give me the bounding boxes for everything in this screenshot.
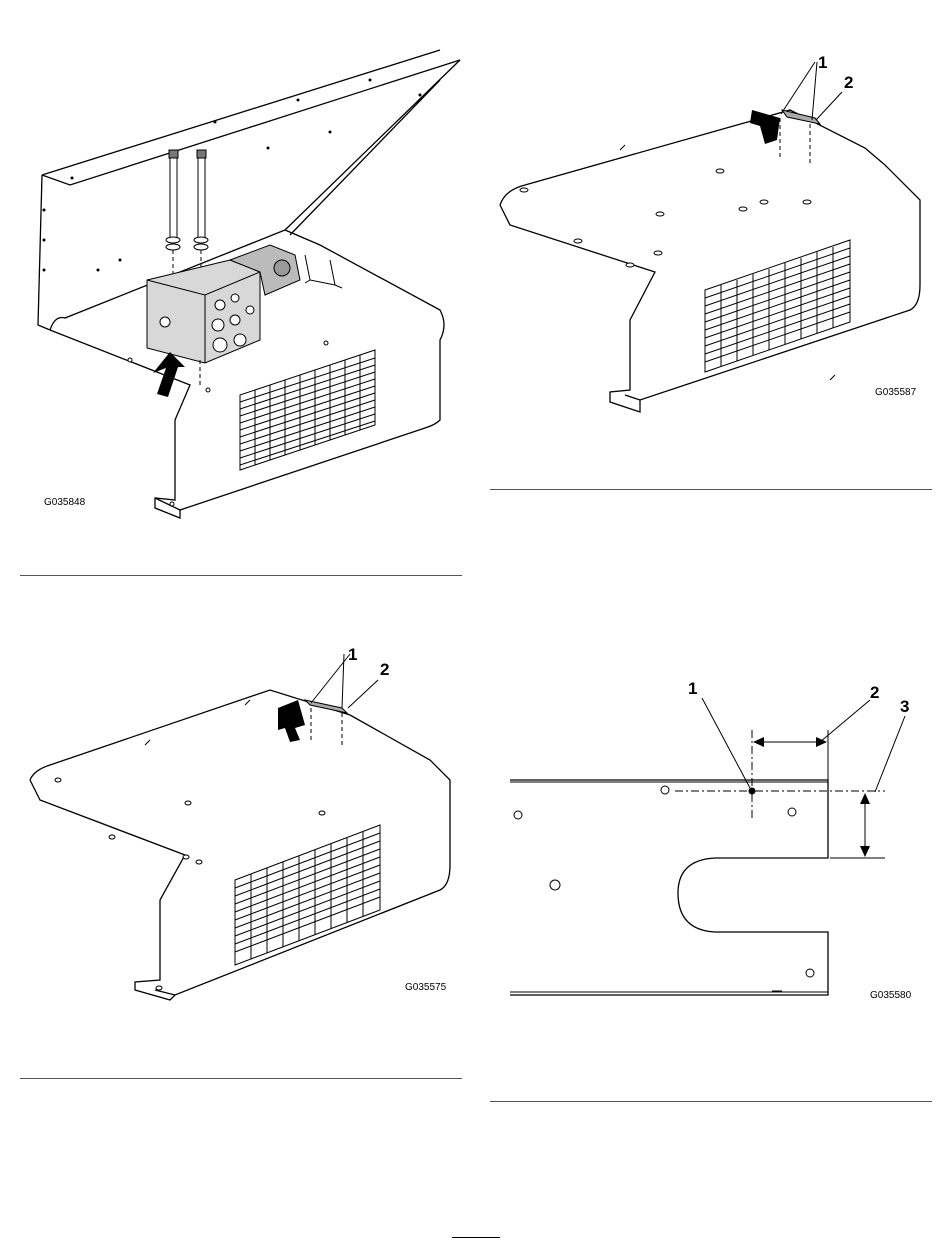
section-divider: [20, 1078, 462, 1079]
callout-1: 1: [688, 679, 697, 698]
valve-install-illustration: G035848: [20, 40, 470, 530]
hole-dimensions-illustration: 1 2 3 G035580: [490, 670, 940, 1010]
callout-2: 2: [844, 73, 853, 92]
callout-1: 1: [348, 645, 357, 664]
figure-code: G035587: [875, 387, 917, 398]
callout-2: 2: [380, 660, 389, 679]
section-divider: [490, 1101, 932, 1102]
shim-install-illustration: 1 2 G035587: [490, 40, 940, 440]
figure-code: G035848: [44, 497, 86, 508]
figure-shim-remove: 1 2 G035575: [20, 640, 470, 1020]
section-divider: [20, 575, 462, 576]
callout-3: 3: [900, 697, 909, 716]
shim-remove-illustration: 1 2 G035575: [20, 640, 470, 1020]
figure-code: G035575: [405, 982, 447, 993]
callout-2: 2: [870, 683, 879, 702]
figure-shim-install: 1 2 G035587: [490, 40, 940, 440]
section-divider: [490, 489, 932, 490]
figure-code: G035580: [870, 990, 912, 1001]
callout-1: 1: [818, 53, 827, 72]
figure-hole-dimensions: 1 2 3 G035580: [490, 670, 940, 1010]
page-footer-rule: [452, 1237, 500, 1238]
figure-valve-install: G035848: [20, 40, 470, 530]
